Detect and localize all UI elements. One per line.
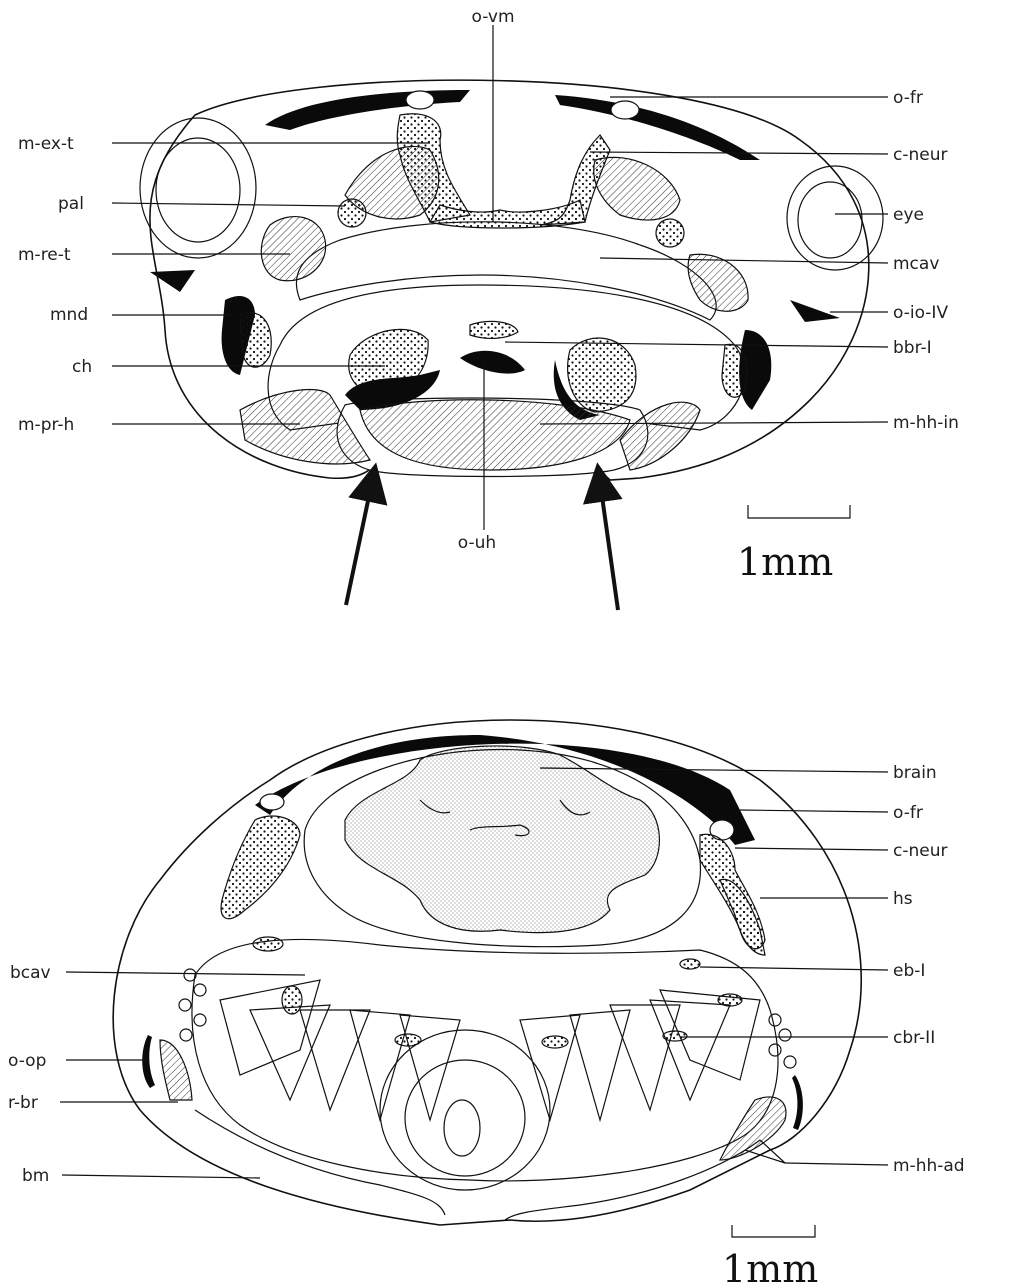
label-c-neur-top: c-neur: [893, 145, 947, 165]
o-fr-bottom-leader: [740, 810, 888, 812]
label-o-fr-top: o-fr: [893, 88, 923, 108]
gill-circles: [179, 969, 796, 1068]
m-ex-t-right: [594, 157, 680, 220]
frontal-canal-right: [611, 101, 639, 119]
c-neur-bottom-leader: [735, 848, 888, 850]
central-inner: [444, 1100, 480, 1156]
basibranchial: [470, 321, 518, 338]
bm-leader: [62, 1175, 260, 1178]
eb-i-blob: [680, 959, 700, 969]
cbr-blob: [542, 1036, 568, 1048]
frontal-canal-left: [406, 91, 434, 109]
mandible-cart-left: [240, 313, 271, 367]
label-brain: brain: [893, 763, 937, 783]
m-hh-ad-right: [720, 1097, 786, 1160]
pal-leader: [112, 203, 345, 206]
mcav-leader: [600, 258, 888, 263]
bbr-i-leader: [505, 342, 888, 347]
label-m-hh-in: m-hh-in: [893, 413, 959, 433]
gill-arches-left: [220, 980, 460, 1120]
label-m-ex-t: m-ex-t: [18, 134, 74, 154]
eb-blob-3: [718, 994, 742, 1006]
label-m-re-t: m-re-t: [18, 245, 71, 265]
eye-right: [787, 166, 883, 270]
label-o-fr-bottom: o-fr: [893, 803, 923, 823]
top-cross-section: o-vm o-fr m-ex-t c-neur pal eye m-re-t m…: [18, 7, 959, 610]
label-o-io-iv: o-io-IV: [893, 303, 948, 323]
m-hh-ad-leader: [785, 1163, 888, 1165]
scale-label-top: 1mm: [737, 540, 833, 584]
label-r-br: r-br: [8, 1093, 38, 1113]
eb-blob-1: [253, 937, 283, 951]
label-hs: hs: [893, 889, 913, 909]
infraorbital-right: [790, 300, 840, 322]
label-bcav: bcav: [10, 963, 51, 983]
mouth-cavity-roof: [296, 222, 716, 320]
opercle-right: [792, 1075, 803, 1130]
brain-leader: [540, 768, 888, 772]
label-mnd: mnd: [50, 305, 88, 325]
label-o-uh: o-uh: [458, 533, 496, 553]
r-br-muscle: [160, 1040, 192, 1100]
brain: [345, 746, 659, 933]
label-mcav: mcav: [893, 254, 939, 274]
central-mid: [405, 1060, 525, 1176]
palatine-left: [338, 199, 366, 227]
label-o-vm: o-vm: [471, 7, 514, 27]
label-m-pr-h: m-pr-h: [18, 415, 74, 435]
eye-left: [140, 118, 256, 258]
label-o-op: o-op: [8, 1051, 46, 1071]
gill-arches-right: [520, 990, 760, 1120]
label-bm: bm: [22, 1166, 49, 1186]
c-neur-bottom-left: [221, 816, 300, 919]
frontal-bone-left: [265, 90, 470, 130]
label-m-hh-ad: m-hh-ad: [893, 1156, 965, 1176]
bcav-leader: [66, 972, 305, 975]
m-re-t-right: [688, 254, 748, 311]
frontal-canal-bottom-left: [260, 794, 284, 810]
label-ch: ch: [72, 357, 92, 377]
urohyal-bone: [460, 351, 525, 374]
arrow-right: [600, 482, 618, 610]
opercle-left: [142, 1035, 155, 1088]
frontal-bone-right: [555, 95, 760, 160]
label-eb-i: eb-I: [893, 961, 925, 981]
ceratohyal-right: [568, 338, 636, 412]
scale-label-bottom: 1mm: [722, 1247, 818, 1287]
label-bbr-i: bbr-I: [893, 338, 932, 358]
bottom-cross-section: brain o-fr c-neur hs bcav eb-I cbr-II o-…: [8, 720, 965, 1287]
branchiostegal-left: [195, 1110, 445, 1215]
label-c-neur-bottom: c-neur: [893, 841, 947, 861]
eb-blob-2: [282, 986, 302, 1014]
label-eye: eye: [893, 205, 924, 225]
scale-bar-bottom: [732, 1225, 815, 1237]
arrow-left: [346, 482, 372, 605]
eb-i-leader: [700, 967, 888, 970]
infraorbital-left: [150, 270, 195, 292]
label-pal: pal: [58, 194, 84, 214]
label-cbr-ii: cbr-II: [893, 1028, 935, 1048]
cbr-ii-blob: [663, 1031, 687, 1041]
m-re-t-left: [261, 217, 325, 281]
palatine-right: [656, 219, 684, 247]
scale-bar-top: [748, 505, 850, 518]
mandible-cart-right: [722, 344, 747, 397]
